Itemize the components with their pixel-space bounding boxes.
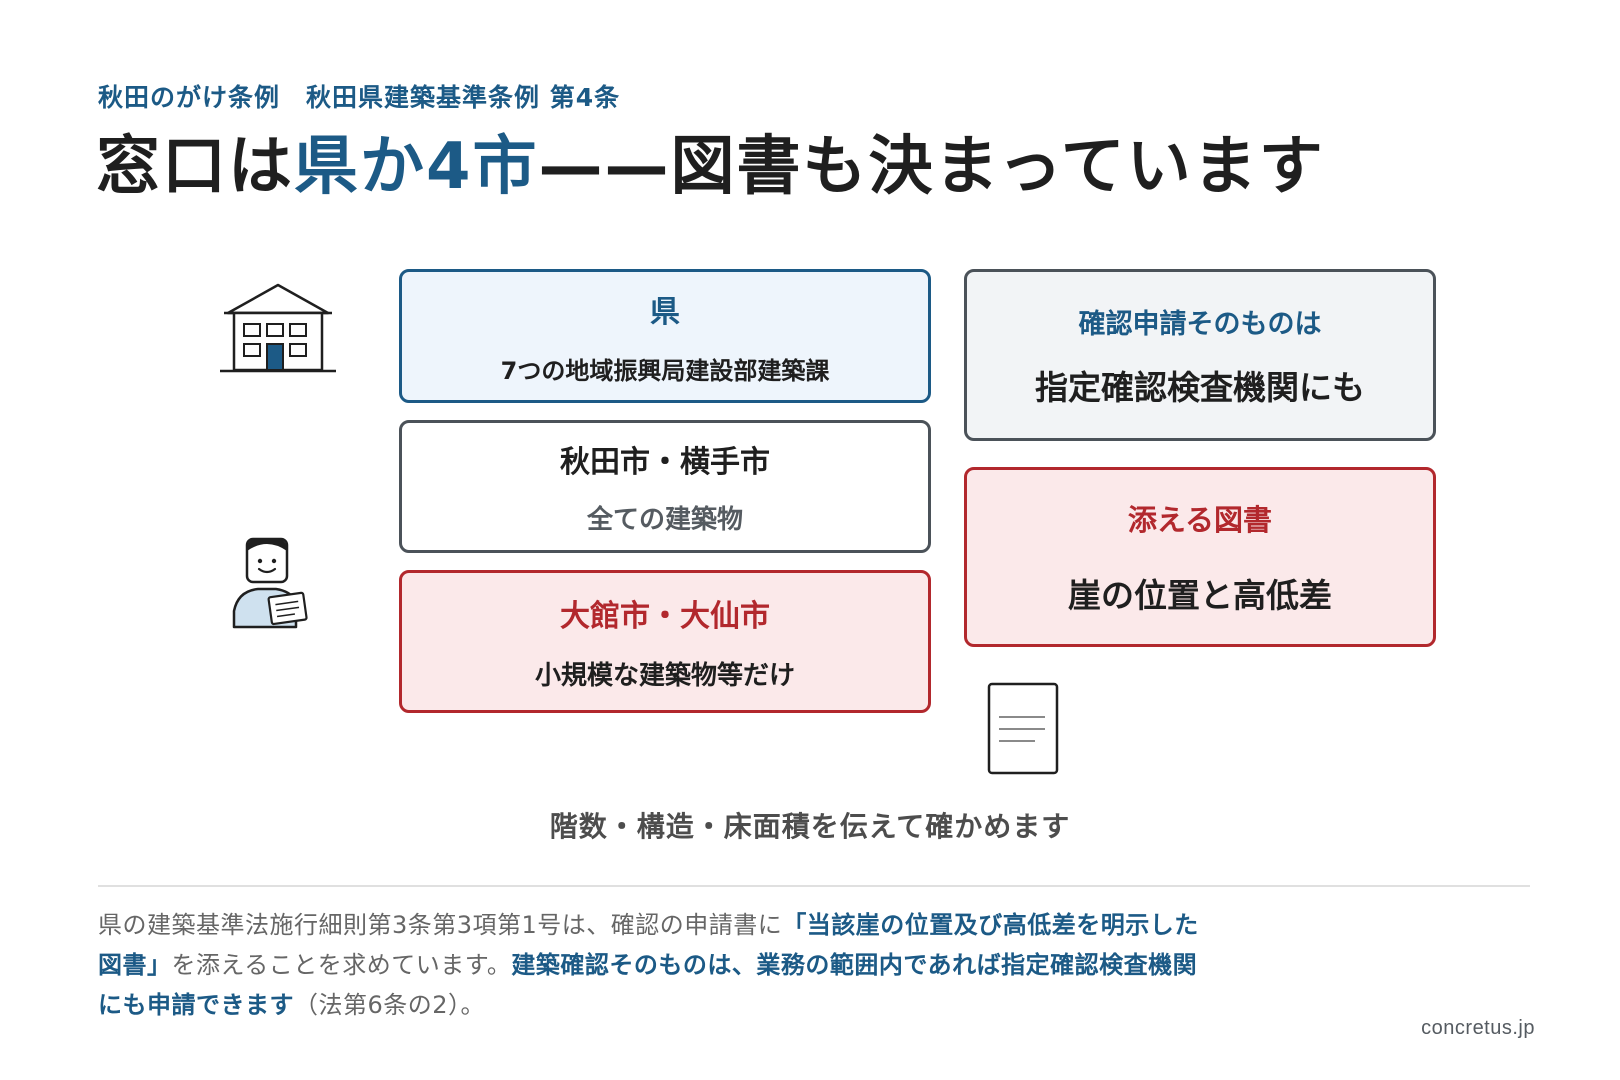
footnote: 県の建築基準法施行細則第3条第3項第1号は、確認の申請書に「当該崖の位置及び高低… <box>98 905 1298 1025</box>
footnote-emphasis: 建築確認そのものは、業務の範囲内であれば指定確認検査機関 <box>511 951 1198 979</box>
document-icon <box>985 680 1061 777</box>
footnote-emphasis: 「当該崖の位置及び高低差を明示した <box>782 911 1199 939</box>
footnote-line: 図書」を添えることを求めています。建築確認そのものは、業務の範囲内であれば指定確… <box>98 945 1298 985</box>
person-icon <box>232 535 312 630</box>
footnote-text: を添えることを求めています。 <box>171 951 512 979</box>
title-after: ——図書も決まっています <box>538 130 1325 204</box>
title-highlight: 県か4市 <box>294 130 539 204</box>
office-heading: 秋田市・横手市 <box>560 445 770 480</box>
divider <box>98 885 1530 887</box>
office-box-prefecture: 県 7つの地域振興局建設部建築課 <box>399 269 931 403</box>
title-before: 窓口は <box>96 130 294 204</box>
documents-heading: 添える図書 <box>1127 503 1273 537</box>
office-box-akita-yokote: 秋田市・横手市 全ての建築物 <box>399 420 931 553</box>
documents-body: 崖の位置と高低差 <box>1068 576 1332 615</box>
footnote-emphasis: にも申請できます <box>98 991 294 1019</box>
caption: 階数・構造・床面積を伝えて確かめます <box>549 810 1071 843</box>
office-heading: 県 <box>650 294 680 330</box>
office-sub: 7つの地域振興局建設部建築課 <box>500 356 830 385</box>
designated-heading: 確認申請そのものは <box>1078 308 1322 340</box>
office-heading: 大館市・大仙市 <box>560 599 770 634</box>
footnote-text: （法第6条の2）。 <box>294 991 486 1019</box>
footnote-emphasis: 図書」 <box>98 951 172 979</box>
required-documents-box: 添える図書 崖の位置と高低差 <box>964 467 1436 647</box>
office-sub: 小規模な建築物等だけ <box>534 661 795 691</box>
office-sub: 全ての建築物 <box>586 505 743 535</box>
office-box-odate-daisen: 大館市・大仙市 小規模な建築物等だけ <box>399 570 931 713</box>
footnote-line: 県の建築基準法施行細則第3条第3項第1号は、確認の申請書に「当該崖の位置及び高低… <box>98 905 1298 945</box>
designated-agency-box: 確認申請そのものは 指定確認検査機関にも <box>964 269 1436 441</box>
site-credit: concretus.jp <box>1421 1017 1535 1039</box>
designated-body: 指定確認検査機関にも <box>1035 367 1365 407</box>
building-icon <box>220 280 336 380</box>
footnote-line: にも申請できます（法第6条の2）。 <box>98 985 1298 1025</box>
page-title: 窓口は県か4市——図書も決まっています <box>96 132 1325 202</box>
footnote-text: 県の建築基準法施行細則第3条第3項第1号は、確認の申請書に <box>98 911 783 939</box>
subtitle: 秋田のがけ条例 秋田県建築基準条例 第4条 <box>98 83 621 112</box>
